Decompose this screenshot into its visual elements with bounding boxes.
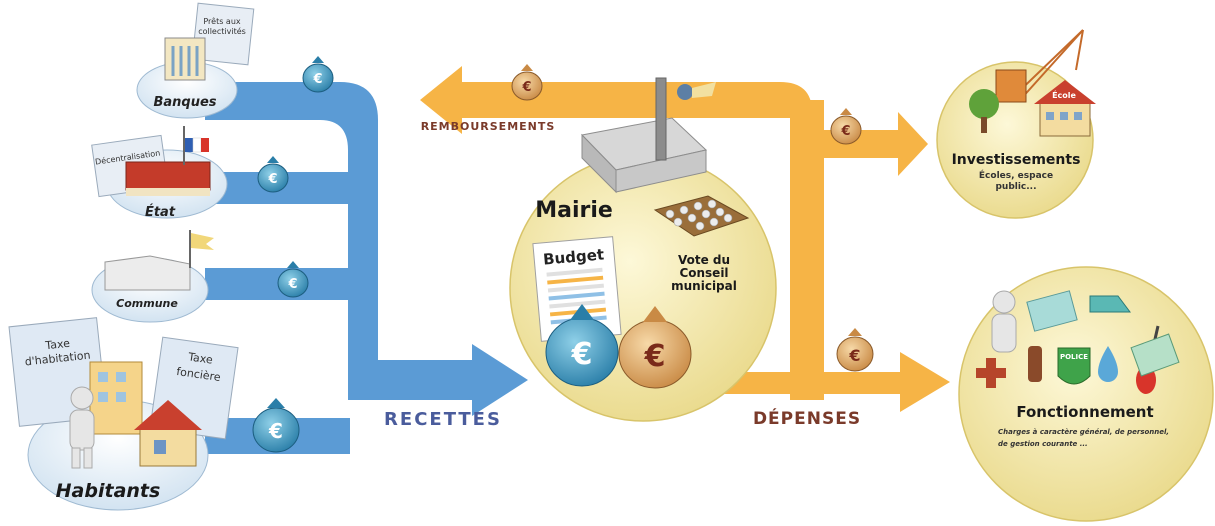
person-icon [992, 290, 1016, 314]
council-assembly-icon [653, 195, 750, 237]
remboursements-label: REMBOURSEMENTS [421, 120, 556, 133]
euro-symbol: € [287, 277, 297, 292]
taxe-habitation-line1: Taxe [44, 337, 71, 353]
house-icon [139, 425, 197, 467]
bottle-icon [1028, 346, 1042, 382]
source-etat: Décentralisation État [91, 126, 228, 220]
fonctionnement-sub2: de gestion courante ... [998, 440, 1088, 448]
ticket-icon [1130, 333, 1180, 377]
globe-icon [677, 84, 693, 100]
health-cross-icon [976, 358, 1006, 388]
commune-flag-icon [191, 233, 214, 250]
french-flag-icon [185, 138, 193, 152]
banques-doc-line2: collectivités [198, 26, 246, 36]
calculator-icon [1026, 290, 1078, 332]
police-shield-icon [1057, 347, 1091, 385]
tree-icon [969, 89, 999, 119]
commune-label: Commune [116, 297, 178, 310]
water-drop-icon [1098, 346, 1118, 382]
money-bag-mairie-tan: € [618, 306, 692, 389]
bank-building-icon [164, 37, 206, 81]
taxe-fonciere-line2: foncière [176, 365, 222, 384]
investissements-title: Investissements [952, 152, 1081, 168]
etat-label: État [145, 204, 176, 220]
money-bag-habitants: € [252, 398, 300, 453]
source-habitants: Taxe d'habitation Taxe foncière Habitant… [8, 317, 239, 511]
money-bag-mairie-blue: € [545, 304, 619, 387]
habitants-label: Habitants [56, 480, 161, 502]
money-bag-etat: € [257, 156, 289, 193]
output-fonctionnement: POLICE Fonctionnement Charges à caractèr… [958, 266, 1214, 522]
euro-symbol: € [644, 339, 666, 374]
vote-line1: Vote du [678, 253, 730, 267]
budget-label: Budget [542, 245, 604, 268]
euro-symbol: € [521, 80, 531, 95]
fonctionnement-title: Fonctionnement [1016, 403, 1153, 421]
euro-symbol: € [268, 419, 283, 443]
mairie: Mairie Vote du Conseil municipal [509, 77, 777, 422]
prefecture-building-icon [125, 161, 211, 191]
school-building-icon [1034, 80, 1096, 137]
banques-document [191, 2, 255, 66]
euro-symbol: € [312, 72, 322, 87]
mairie-title: Mairie [535, 198, 613, 223]
sneaker-icon [1089, 295, 1131, 313]
money-bag-commune: € [277, 261, 309, 298]
person-icon [70, 386, 94, 410]
investissements-sub2: public... [995, 182, 1036, 192]
investissements-sub1: Écoles, espace [979, 169, 1053, 181]
source-banques: Prêts aux collectivités Banques [136, 2, 255, 119]
euro-symbol: € [571, 337, 593, 372]
euro-symbol: € [267, 172, 277, 187]
source-commune: Commune [91, 230, 214, 323]
recettes-flow [205, 82, 528, 454]
euro-symbol: € [840, 124, 850, 139]
money-bag-remboursements: € [511, 64, 543, 101]
banques-doc-line1: Prêts aux [203, 16, 241, 26]
taxe-fonciere-line1: Taxe [186, 350, 213, 366]
fonctionnement-sub1: Charges à caractère général, de personne… [998, 428, 1169, 436]
vote-line2: Conseil [679, 266, 728, 280]
police-label: POLICE [1060, 353, 1088, 361]
recettes-label: RECETTES [384, 409, 502, 430]
fonctionnement-circle [958, 266, 1214, 522]
vote-line3: municipal [671, 279, 737, 293]
output-investissements: École Investissements Écoles, espace pub… [936, 29, 1096, 219]
budget-document: Budget [532, 236, 622, 342]
money-bag-fonctionnement: € [836, 328, 874, 372]
money-bag-investissements: € [830, 108, 862, 145]
banques-label: Banques [153, 95, 216, 110]
chimney-icon [655, 77, 667, 161]
commune-building-icon [104, 255, 191, 291]
euro-symbol: € [848, 346, 860, 365]
ecole-sign: École [1052, 89, 1076, 100]
money-bag-banques: € [302, 56, 334, 93]
depenses-label: DÉPENSES [753, 407, 861, 429]
